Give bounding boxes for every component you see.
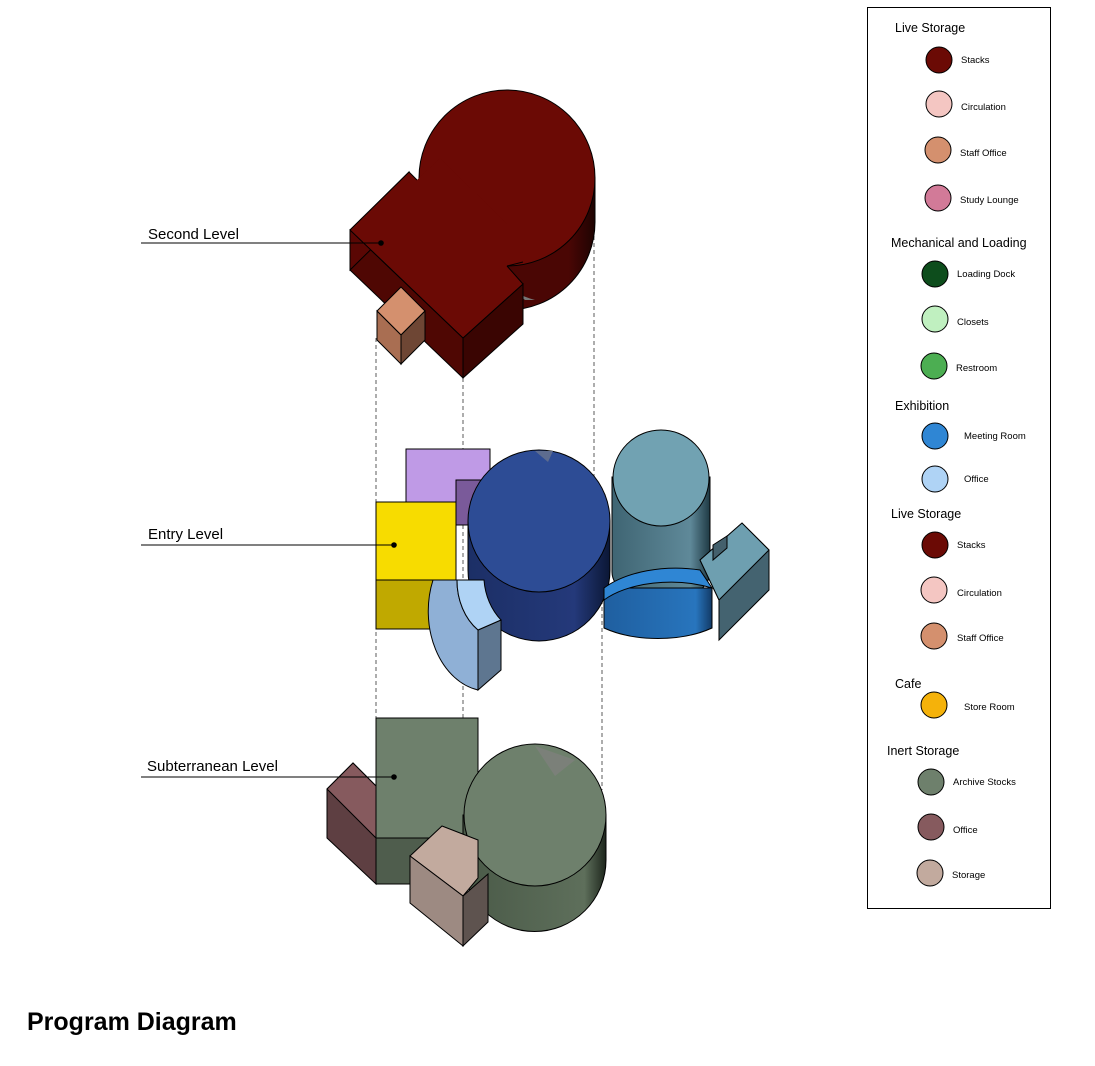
legend-label-archive-stocks: Archive Stocks <box>953 777 1016 788</box>
legend-swatch-stacks-2 <box>921 531 949 559</box>
legend-label-meeting-room: Meeting Room <box>964 431 1026 442</box>
legend-label-storage: Storage <box>952 870 985 881</box>
legend-swatch-restroom <box>920 352 948 380</box>
legend-heading-mechanical-and-loading: Mechanical and Loading <box>891 236 1027 250</box>
page-title: Program Diagram <box>27 1008 237 1036</box>
second-level-massing <box>349 89 596 380</box>
legend-heading-cafe: Cafe <box>895 677 921 691</box>
legend-label-store-room: Store Room <box>964 702 1015 713</box>
legend-heading-inert-storage: Inert Storage <box>887 744 959 758</box>
legend-swatch-closets <box>921 305 949 333</box>
subterranean-level-label: Subterranean Level <box>147 758 278 775</box>
legend-label-staff-office: Staff Office <box>960 148 1007 159</box>
legend-swatch-office <box>921 465 949 493</box>
legend-swatch-circulation <box>925 90 953 118</box>
legend-swatch-office-2 <box>917 813 945 841</box>
legend-label-stacks: Stacks <box>961 55 990 66</box>
legend-label-loading-dock: Loading Dock <box>957 269 1015 280</box>
legend-frame <box>867 7 1051 909</box>
legend-label-closets: Closets <box>957 317 989 328</box>
legend-label-stacks-2: Stacks <box>957 540 986 551</box>
legend-swatch-stacks <box>925 46 953 74</box>
entry-level-label: Entry Level <box>148 526 223 543</box>
level-labels: Second Level Entry Level Subterranean Le… <box>141 226 397 780</box>
second-level-label: Second Level <box>148 226 239 243</box>
legend-label-restroom: Restroom <box>956 363 997 374</box>
legend-heading-exhibition: Exhibition <box>895 399 949 413</box>
legend-swatch-storage <box>916 859 944 887</box>
legend-heading-live-storage-2: Live Storage <box>891 507 961 521</box>
legend-swatch-store-room <box>920 691 948 719</box>
entry-level-massing <box>375 429 770 692</box>
legend-label-office-2: Office <box>953 825 978 836</box>
legend-label-staff-office-2: Staff Office <box>957 633 1004 644</box>
legend-heading-live-storage: Live Storage <box>895 21 965 35</box>
legend-label-circulation: Circulation <box>961 102 1006 113</box>
legend-swatch-meeting-room <box>921 422 949 450</box>
legend-swatch-staff-office-2 <box>920 622 948 650</box>
legend-label-study-lounge: Study Lounge <box>960 195 1019 206</box>
legend-swatch-archive-stocks <box>917 768 945 796</box>
legend-swatch-study-lounge <box>924 184 952 212</box>
legend-label-circulation-2: Circulation <box>957 588 1002 599</box>
legend: Live Storage Stacks Circulation Staff Of… <box>867 7 1051 909</box>
legend-label-office: Office <box>964 474 989 485</box>
subterranean-level-massing <box>326 717 607 948</box>
legend-swatch-staff-office <box>924 136 952 164</box>
legend-swatch-loading-dock <box>921 260 949 288</box>
legend-swatch-circulation-2 <box>920 576 948 604</box>
